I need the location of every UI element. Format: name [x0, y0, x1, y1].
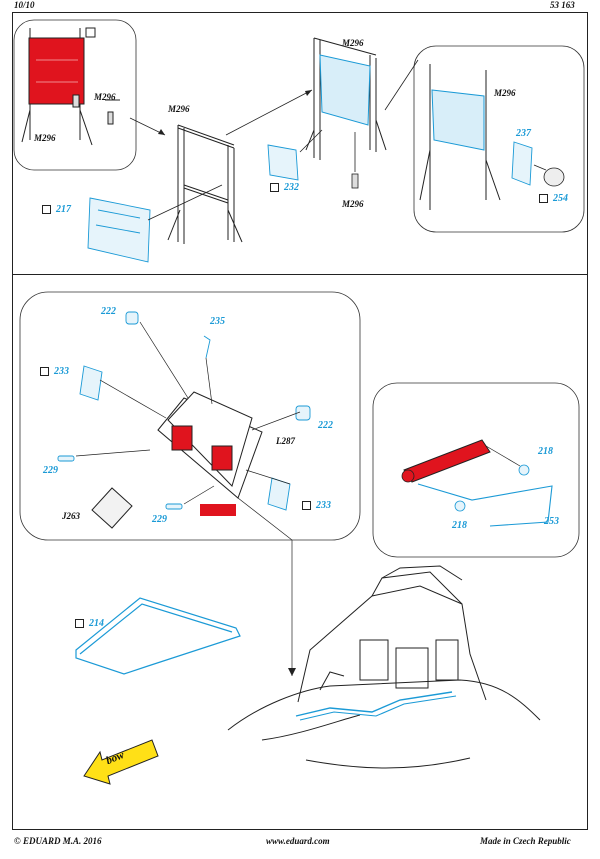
page-frame: [12, 12, 588, 830]
label-222b: 222: [318, 420, 333, 431]
photo-etch-222b: [295, 405, 311, 421]
photo-etch-222a: [125, 311, 139, 325]
label-237: 237: [516, 128, 531, 139]
label-235: 235: [210, 316, 225, 327]
label-m296-f: M296: [494, 88, 516, 98]
stand-detail: [419, 64, 501, 210]
vessel-outline: [227, 565, 541, 769]
check-254[interactable]: [539, 194, 548, 203]
origin: Made in Czech Republic: [480, 836, 571, 846]
label-214: 214: [89, 618, 104, 629]
red-swatch: [200, 504, 236, 516]
label-232: 232: [284, 182, 299, 193]
photo-etch-235: [203, 335, 211, 359]
label-217: 217: [56, 204, 71, 215]
check-233a[interactable]: [40, 367, 49, 376]
kit-code: 53 163: [550, 0, 575, 10]
photo-etch-229a: [57, 455, 75, 462]
check-214[interactable]: [75, 619, 84, 628]
photo-etch-229b: [165, 503, 183, 510]
label-222a: 222: [101, 306, 116, 317]
check-233b[interactable]: [302, 501, 311, 510]
photo-etch-214: [75, 597, 241, 675]
handrail-detail: [401, 439, 553, 527]
part-j263: [91, 487, 133, 529]
detail-bubble-left: [13, 19, 137, 171]
label-229a: 229: [43, 465, 58, 476]
detail-bubble-panel: [19, 291, 361, 541]
label-m296-e: M296: [342, 199, 364, 209]
photo-etch-232: [267, 144, 299, 181]
empty-stand: [167, 124, 243, 244]
instrument-panel: [157, 391, 263, 499]
label-254: 254: [553, 193, 568, 204]
photo-etch-233a: [79, 365, 103, 401]
label-m296-d: M296: [342, 38, 364, 48]
detail-bubble-rail: [372, 382, 580, 558]
label-233b: 233: [316, 500, 331, 511]
label-m296-a: M296: [94, 92, 116, 102]
label-m296-c: M296: [168, 104, 190, 114]
section-divider: [12, 274, 588, 275]
label-j263: J263: [62, 511, 80, 521]
label-218b: 218: [452, 520, 467, 531]
photo-etch-217: [87, 197, 151, 263]
label-229b: 229: [152, 514, 167, 525]
lens-254: [543, 167, 565, 187]
stand-blue: [305, 37, 387, 160]
copyright: © EDUARD M.A. 2016: [14, 836, 102, 846]
label-233a: 233: [54, 366, 69, 377]
check-232[interactable]: [270, 183, 279, 192]
bow-arrow: [83, 739, 159, 785]
photo-etch-237: [511, 141, 533, 186]
check-217[interactable]: [42, 205, 51, 214]
label-m296-b: M296: [34, 133, 56, 143]
page-number: 10/10: [14, 0, 35, 10]
label-253: 253: [544, 516, 559, 527]
label-218a: 218: [538, 446, 553, 457]
red-panel-stand: [21, 27, 120, 146]
website: www.eduard.com: [266, 836, 330, 846]
detail-bubble-right: [413, 45, 585, 233]
label-l287: L287: [276, 436, 295, 446]
